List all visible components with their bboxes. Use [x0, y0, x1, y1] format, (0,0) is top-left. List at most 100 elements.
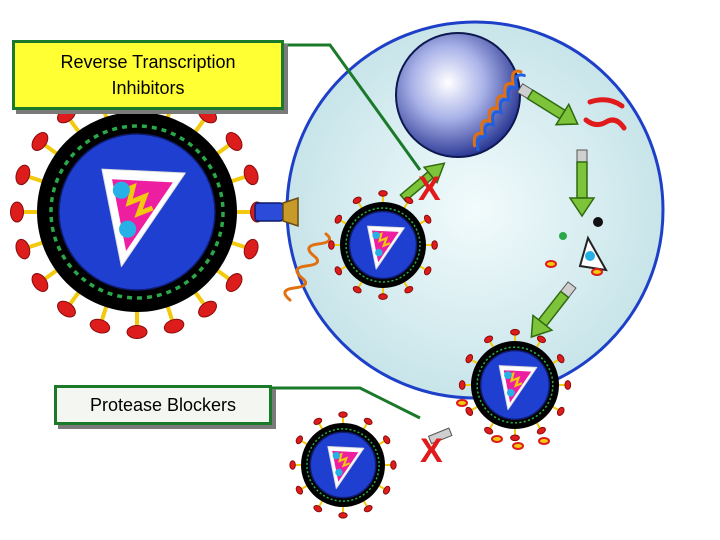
spike-head: [423, 214, 432, 224]
spike-head: [89, 318, 111, 334]
arrow-nucleus-to-mrna: [516, 83, 579, 126]
mrna-strand: [583, 97, 627, 131]
black-protein-dot: [593, 217, 603, 227]
spike-stalk: [67, 290, 82, 308]
spike-head: [465, 354, 474, 364]
spike-head: [423, 266, 432, 276]
green-protein-dot: [559, 232, 567, 240]
reverse-transcription-inhibitors-label: Reverse Transcription Inhibitors: [12, 40, 284, 110]
spike-stalk: [192, 290, 207, 308]
spike-head: [57, 300, 76, 318]
protease-blockers-label: Protease Blockers: [54, 385, 272, 425]
spike-head: [352, 285, 362, 294]
arrow-blocked-protease: [427, 427, 453, 445]
spike-head: [243, 238, 259, 260]
spike-head: [289, 460, 296, 470]
viral-rna: [118, 182, 154, 218]
spike-head: [31, 273, 49, 292]
spike-stalk: [67, 116, 82, 134]
viral-rna: [375, 232, 391, 248]
nucleus: [395, 32, 521, 158]
spike-head: [484, 335, 494, 344]
spike-head: [9, 201, 24, 223]
spike-stalk: [229, 240, 248, 250]
matrix-layer: [306, 428, 380, 502]
spike-stalk: [99, 304, 109, 323]
spike-head: [198, 300, 217, 318]
integrase: [335, 468, 343, 477]
spike-head: [313, 417, 323, 426]
spike-head: [363, 417, 373, 426]
spike-head: [225, 132, 243, 151]
spike-head: [352, 196, 362, 205]
spike-head: [338, 512, 348, 519]
spike-head: [465, 406, 474, 416]
spike-head: [556, 354, 565, 364]
spike-stalk: [229, 174, 248, 184]
spike-stalk: [41, 142, 59, 157]
fusion-entry-tube: [254, 196, 299, 228]
spike-stalk: [26, 174, 45, 184]
spike-head: [243, 164, 259, 186]
integrase: [375, 248, 383, 257]
spike-head: [564, 380, 572, 390]
spike-head: [334, 214, 343, 224]
reverse-transcriptase: [504, 371, 512, 380]
spike-head: [536, 426, 546, 435]
matrix-layer: [345, 207, 421, 283]
matrix-layer: [49, 124, 225, 300]
hiv-virion-entering: [328, 190, 438, 300]
spike-stalk: [215, 267, 233, 282]
hiv-virion-budding: [458, 328, 572, 442]
yellow-protein-2: [591, 268, 603, 276]
spike-head: [363, 504, 373, 513]
spike-head: [510, 328, 520, 336]
spike-head: [338, 411, 348, 418]
reverse-transcriptase: [332, 451, 340, 460]
spike-head: [382, 435, 391, 445]
spike-head: [390, 460, 397, 470]
viral-rna: [506, 371, 523, 388]
arrow-mrna-to-assembly: [568, 149, 596, 218]
spike-head: [225, 273, 243, 292]
spike-head: [378, 190, 388, 197]
spike-head: [404, 196, 414, 205]
rt-block-x: X: [418, 170, 441, 208]
matrix-layer: [476, 346, 554, 424]
rt-connector: [284, 43, 422, 171]
assembling-capsid: [545, 217, 608, 276]
flow-arrows: [399, 83, 596, 445]
released-viral-rna: [283, 232, 332, 302]
spike-head: [404, 285, 414, 294]
budding-spikes: [456, 399, 550, 450]
protease-block-x: X: [420, 432, 443, 470]
spike-stalk: [41, 267, 59, 282]
spike-head: [31, 132, 49, 151]
spike-head: [378, 293, 388, 300]
spike-head: [313, 504, 323, 513]
spike-head: [431, 240, 438, 250]
spike-stalk: [165, 304, 175, 323]
spike-head: [458, 380, 466, 390]
spike-head: [334, 266, 343, 276]
integrase: [506, 388, 515, 397]
connector-lines: [272, 43, 422, 420]
protease-connector: [272, 386, 421, 420]
spike-head: [163, 318, 185, 334]
hiv-virion-released: [289, 411, 397, 519]
spike-head: [126, 325, 148, 339]
spike-stalk: [215, 142, 233, 157]
hiv-virion-large: [9, 85, 264, 339]
spike-head: [484, 426, 494, 435]
spike-head: [15, 164, 31, 186]
yellow-protein: [545, 260, 557, 268]
spike-head: [328, 240, 335, 250]
viral-rna: [335, 452, 351, 468]
spike-stalk: [26, 240, 45, 250]
spike-head: [556, 406, 565, 416]
integrated-dna-strand: [472, 69, 526, 152]
spike-head: [536, 335, 546, 344]
integrase: [119, 220, 137, 238]
spike-head: [295, 485, 304, 495]
